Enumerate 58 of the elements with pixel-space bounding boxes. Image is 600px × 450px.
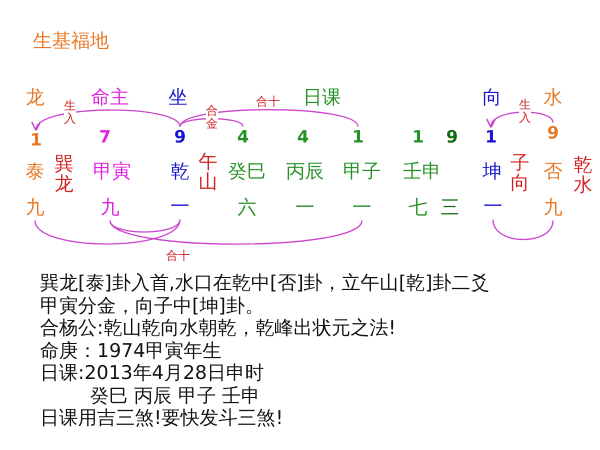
char-label: 命主 bbox=[91, 88, 129, 108]
text-line: 日课:2013年4月28日申时 bbox=[40, 362, 264, 384]
char-label: 一 bbox=[296, 198, 314, 218]
number-label: 1 bbox=[485, 128, 497, 148]
char-label: 一 bbox=[170, 196, 190, 218]
char-label: 九 bbox=[26, 198, 44, 218]
edge-label: 合金 bbox=[206, 104, 218, 130]
text-line: 巽龙[泰]卦入首,水口在乾中[否]卦，立午山[乾]卦二爻 bbox=[40, 272, 490, 294]
number-label: 1 bbox=[30, 132, 42, 150]
char-label: 午山 bbox=[198, 153, 218, 193]
char-label: 子向 bbox=[510, 154, 530, 194]
char-label: 坐 bbox=[168, 88, 188, 108]
number-label: 9 bbox=[446, 128, 458, 148]
char-label: 否 bbox=[544, 162, 562, 182]
edge-label: 生入 bbox=[64, 99, 76, 125]
char-label: 三 bbox=[440, 198, 460, 218]
text-line: 合杨公:乾山乾向水朝乾，乾峰出状元之法! bbox=[40, 317, 396, 339]
connector-curve bbox=[34, 219, 181, 245]
edge-label: 合十 bbox=[256, 96, 280, 108]
char-label: 巽龙 bbox=[54, 155, 74, 195]
connector-curve bbox=[179, 109, 359, 128]
char-label: 一 bbox=[352, 198, 372, 218]
char-label: 乾水 bbox=[574, 156, 592, 196]
text-line: 命庚：1974甲寅年生 bbox=[40, 340, 222, 362]
number-label: 4 bbox=[237, 128, 249, 148]
char-label: 九 bbox=[100, 198, 120, 218]
edge-label: 生入 bbox=[519, 98, 531, 124]
number-label: 4 bbox=[297, 128, 309, 148]
char-label: 丙辰 bbox=[286, 162, 324, 182]
text-line: 甲寅分金，向子中[坤]卦。 bbox=[40, 294, 264, 316]
title: 生基福地 bbox=[33, 29, 109, 54]
char-label: 癸巳 bbox=[228, 162, 266, 182]
curved-arrow bbox=[34, 109, 181, 132]
char-label: 甲寅 bbox=[93, 162, 131, 182]
char-label: 水 bbox=[544, 88, 562, 108]
char-label: 坤 bbox=[482, 162, 502, 182]
connector-curve bbox=[109, 219, 181, 233]
number-label: 1 bbox=[352, 128, 364, 148]
char-label: 龙 bbox=[26, 88, 44, 108]
number-label: 1 bbox=[412, 128, 424, 148]
char-label: 七 bbox=[408, 198, 428, 218]
char-label: 壬申 bbox=[403, 162, 441, 182]
char-label: 一 bbox=[484, 196, 502, 218]
number-label: 7 bbox=[99, 128, 111, 148]
char-label: 乾 bbox=[170, 162, 190, 182]
char-label: 日课 bbox=[303, 88, 341, 108]
char-label: 六 bbox=[238, 198, 256, 218]
edge-label: 合十 bbox=[166, 250, 190, 262]
char-label: 向 bbox=[482, 88, 502, 108]
connector-curve bbox=[492, 219, 554, 240]
number-label: 9 bbox=[547, 124, 559, 144]
char-label: 甲子 bbox=[343, 162, 381, 182]
text-line: 癸巳 丙辰 甲子 壬申 bbox=[90, 384, 260, 406]
char-label: 泰 bbox=[26, 162, 44, 182]
text-line: 日课用吉三煞!要快发斗三煞! bbox=[40, 407, 284, 429]
char-label: 九 bbox=[544, 198, 562, 218]
number-label: 9 bbox=[174, 128, 186, 148]
connector-curve bbox=[109, 220, 363, 245]
